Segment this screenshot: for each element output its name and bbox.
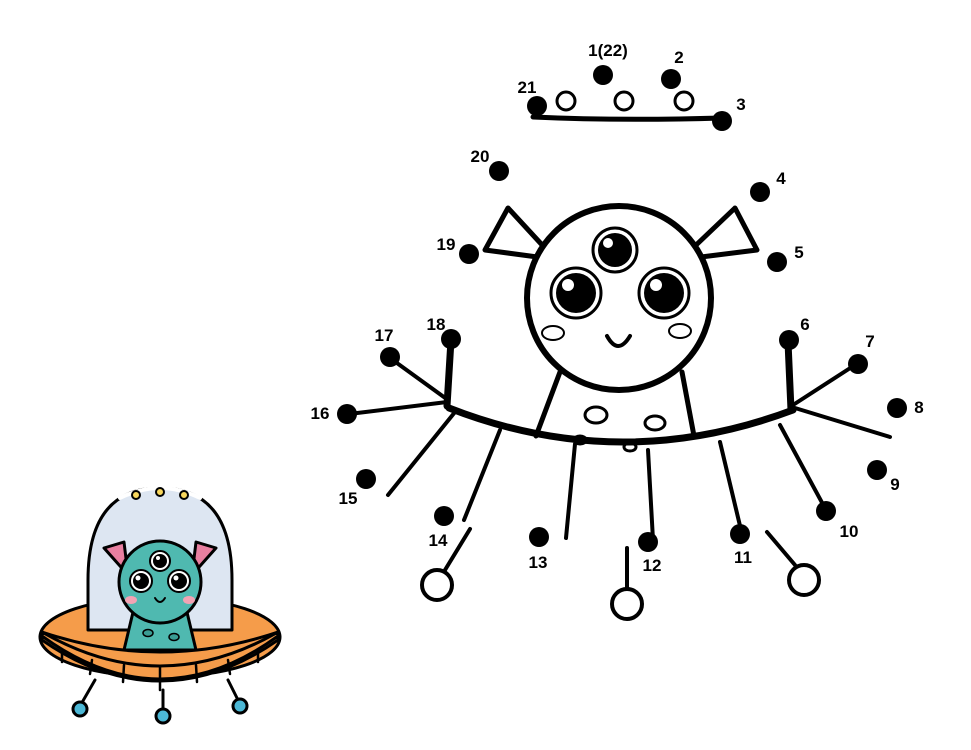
dot-4 xyxy=(750,182,770,202)
ufo-icon xyxy=(38,486,282,725)
dot-21 xyxy=(527,96,547,116)
dot-3 xyxy=(712,111,732,131)
dot-16 xyxy=(337,404,357,424)
dot-label-21: 21 xyxy=(518,78,537,97)
dot-label-10: 10 xyxy=(840,522,859,541)
ufo-outline-drawing xyxy=(347,90,892,621)
dot-5 xyxy=(767,252,787,272)
dot-1 xyxy=(593,65,613,85)
dot-label-11: 11 xyxy=(734,548,752,567)
dot-2 xyxy=(661,69,681,89)
dot-label-13: 13 xyxy=(529,553,548,572)
dot-label-7: 7 xyxy=(865,332,874,351)
dot-label-12: 12 xyxy=(643,556,662,575)
dot-label-3: 3 xyxy=(736,95,745,114)
dot-7 xyxy=(848,354,868,374)
dot-label-16: 16 xyxy=(311,404,330,423)
dot-15 xyxy=(356,469,376,489)
dot-19 xyxy=(459,244,479,264)
dot-6 xyxy=(779,330,799,350)
dot-label-14: 14 xyxy=(429,531,448,550)
dot-11 xyxy=(730,524,750,544)
dot-8 xyxy=(887,398,907,418)
dot-label-15: 15 xyxy=(339,489,358,508)
dot-label-1: 1(22) xyxy=(588,41,628,60)
dot-9 xyxy=(867,460,887,480)
dot-label-19: 19 xyxy=(437,235,456,254)
dot-12 xyxy=(638,532,658,552)
dot-10 xyxy=(816,501,836,521)
dot-13 xyxy=(529,527,549,547)
dot-17 xyxy=(380,347,400,367)
numbered-dots: 1(22) 2 3 4 5 6 7 8 9 10 11 12 13 14 15 16 17 18 19 20 21 xyxy=(311,41,924,575)
alien-icon xyxy=(102,539,218,652)
dot-18 xyxy=(441,329,461,349)
dot-label-18: 18 xyxy=(427,315,446,334)
dot-label-2: 2 xyxy=(674,48,683,67)
dot-14 xyxy=(434,506,454,526)
dot-label-17: 17 xyxy=(375,326,394,345)
dot-label-5: 5 xyxy=(794,243,803,262)
dot-20 xyxy=(489,161,509,181)
dot-label-8: 8 xyxy=(914,398,923,417)
dot-label-9: 9 xyxy=(890,475,899,494)
dot-label-20: 20 xyxy=(471,147,490,166)
dot-label-6: 6 xyxy=(800,315,809,334)
dot-label-4: 4 xyxy=(776,169,786,188)
